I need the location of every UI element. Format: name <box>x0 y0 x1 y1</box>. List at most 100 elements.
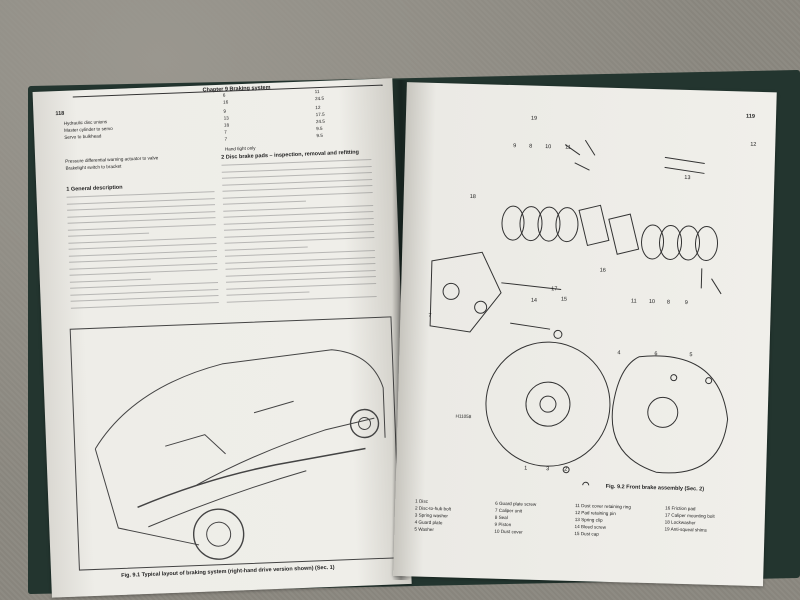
spec-value: 7 <box>224 129 227 135</box>
callout: 11 <box>630 298 637 305</box>
text-line <box>68 243 217 250</box>
text-line <box>225 269 376 277</box>
callout: 10 <box>545 143 552 151</box>
callout: 7 <box>428 312 432 319</box>
legend-item: 8 Seal <box>494 514 508 521</box>
legend-item: 7 Caliper unit <box>494 507 523 514</box>
text-line <box>69 278 152 283</box>
legend-item: 3 Spring washer <box>414 512 449 519</box>
spec-value: 11 <box>314 88 320 95</box>
callout: 10 <box>648 298 656 306</box>
callout: 8 <box>666 299 670 306</box>
text-line <box>225 262 376 270</box>
callout: 5 <box>689 352 693 359</box>
spec-value: 9 <box>223 108 227 114</box>
text-line <box>70 282 219 289</box>
text-line <box>221 172 372 179</box>
text-line <box>223 224 374 231</box>
spec-value: 24.5 <box>314 95 325 102</box>
text-line <box>226 295 377 303</box>
text-line <box>224 246 308 251</box>
legend-item: 6 Guard plate screw <box>495 500 537 507</box>
right-page: 119 <box>393 82 777 587</box>
text-line <box>67 204 216 211</box>
callout: 17 <box>551 286 558 293</box>
text-line <box>69 256 218 263</box>
legend-item: 18 Lockwasher <box>664 519 696 526</box>
legend-item: 4 Guard plate <box>414 519 443 526</box>
spec-value: 17.5 <box>315 111 325 118</box>
callout: 3 <box>546 466 550 473</box>
legend-item: 1 Disc <box>415 498 429 504</box>
legend-item: 12 Pad retaining pin <box>574 509 616 517</box>
text-line <box>67 217 216 224</box>
callout: 15 <box>560 296 568 303</box>
text-line <box>69 269 218 276</box>
text-line <box>224 230 375 238</box>
left-page: 118 Chapter 9 Braking system Hydraulic d… <box>32 78 412 598</box>
text-line <box>222 191 373 199</box>
callout: 18 <box>469 193 476 201</box>
front-brake-assembly-diagram <box>429 139 729 489</box>
spec-value: 13 <box>223 115 229 121</box>
callout: 4 <box>617 350 621 357</box>
text-line <box>68 249 217 257</box>
callout: 16 <box>599 267 606 274</box>
legend-item: 14 Bleed screw <box>574 523 607 530</box>
spec-value: 24.5 <box>315 118 325 125</box>
text-line <box>68 236 217 244</box>
legend-item: 13 Spring clip <box>574 516 603 523</box>
spec-value: 9.5 <box>316 132 323 139</box>
spec-line: Servo to bulkhead <box>64 133 102 140</box>
callout: 19 <box>530 115 538 122</box>
callout: 2 <box>564 466 568 473</box>
callout: 12 <box>750 141 757 148</box>
spec-value: 7 <box>224 136 228 142</box>
text-line <box>67 223 216 231</box>
callout: 9 <box>684 299 688 307</box>
legend-item: 15 Dust cap <box>574 530 599 537</box>
text-line <box>222 185 373 192</box>
spec-value: 16 <box>222 99 229 105</box>
text-line <box>224 236 375 244</box>
callout: 9 <box>513 143 517 150</box>
text-line <box>68 232 150 237</box>
spec-line: Master cylinder to servo <box>63 125 113 133</box>
figure-9-1 <box>69 316 401 571</box>
figure-caption-right: Fig. 9.2 Front brake assembly (Sec. 2) <box>605 483 705 493</box>
callout: 14 <box>530 297 538 304</box>
text-line <box>70 301 219 309</box>
text-line <box>70 295 219 302</box>
spec-value: 9.5 <box>316 125 323 132</box>
figure-code: H11058 <box>455 413 472 420</box>
page-number-left: 118 <box>55 110 65 118</box>
text-line <box>223 204 374 212</box>
text-line <box>69 262 218 270</box>
legend-item: 5 Washer <box>414 526 434 533</box>
text-line <box>221 165 372 173</box>
spec-value: 6 <box>222 92 226 98</box>
text-line <box>224 249 375 257</box>
spec-note: Hand tight only <box>224 145 256 152</box>
text-line <box>223 211 374 218</box>
text-line <box>222 178 373 186</box>
callout: 1 <box>524 465 528 472</box>
text-line <box>225 275 376 283</box>
callout: 6 <box>654 351 658 358</box>
legend-item: 10 Dust cover <box>494 528 523 535</box>
legend-item: 2 Disc-to-hub bolt <box>414 505 452 512</box>
text-line <box>226 282 377 290</box>
legend-item: 16 Friction pad <box>665 505 696 512</box>
spec-value: 18 <box>223 122 230 128</box>
text-line <box>70 288 219 296</box>
text-line <box>225 256 376 264</box>
legend-item: 19 Anti-squeal shims <box>664 526 707 533</box>
spec-line: Brakelight switch to bracket <box>65 163 122 171</box>
text-line <box>222 200 306 205</box>
text-line <box>223 217 374 225</box>
callout: 11 <box>565 144 571 151</box>
legend-item: 9 Piston <box>494 521 512 528</box>
spec-value: 12 <box>315 104 321 111</box>
callout: 8 <box>529 143 533 150</box>
car-braking-diagram <box>94 349 386 560</box>
